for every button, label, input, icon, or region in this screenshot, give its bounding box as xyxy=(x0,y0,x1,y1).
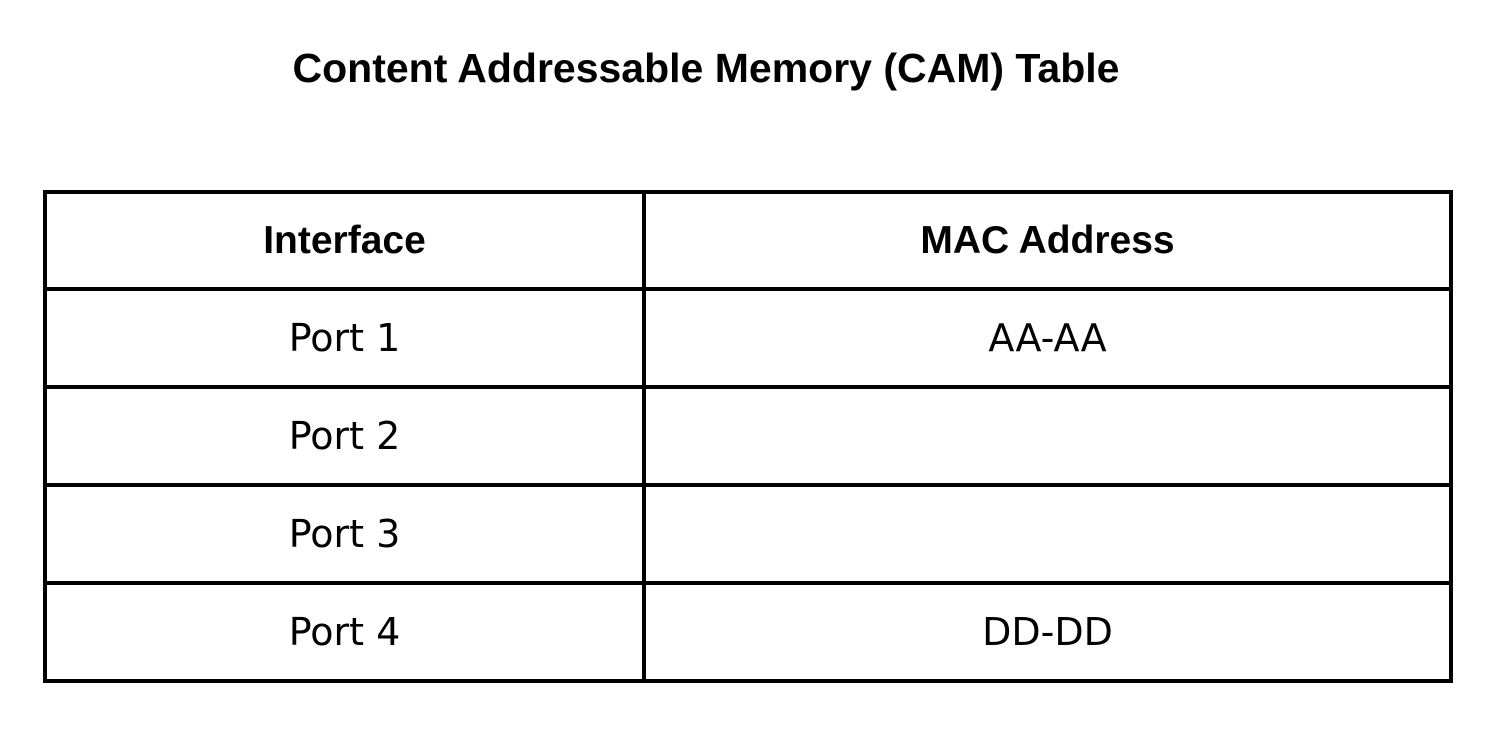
page-title: Content Addressable Memory (CAM) Table xyxy=(292,45,1120,91)
table-header: Interface MAC Address xyxy=(43,190,1453,291)
table-row: Port 3 xyxy=(43,483,1453,585)
cell-interface: Port 2 xyxy=(43,385,646,487)
cell-mac-address xyxy=(642,483,1453,585)
cell-mac-address xyxy=(642,385,1453,487)
cell-interface: Port 3 xyxy=(43,483,646,585)
table-header-row: Interface MAC Address xyxy=(43,190,1453,291)
column-header-interface: Interface xyxy=(43,190,646,291)
column-header-mac-address: MAC Address xyxy=(642,190,1453,291)
table-row: Port 1 AA-AA xyxy=(43,287,1453,389)
cell-interface: Port 4 xyxy=(43,581,646,683)
table-body: Port 1 AA-AA Port 2 Port 3 Port 4 DD-DD xyxy=(43,287,1453,683)
table-row: Port 2 xyxy=(43,385,1453,487)
cell-mac-address: AA-AA xyxy=(642,287,1453,389)
table-row: Port 4 DD-DD xyxy=(43,581,1453,683)
cam-table: Interface MAC Address Port 1 AA-AA Port … xyxy=(43,190,1453,683)
cell-mac-address: DD-DD xyxy=(642,581,1453,683)
cell-interface: Port 1 xyxy=(43,287,646,389)
